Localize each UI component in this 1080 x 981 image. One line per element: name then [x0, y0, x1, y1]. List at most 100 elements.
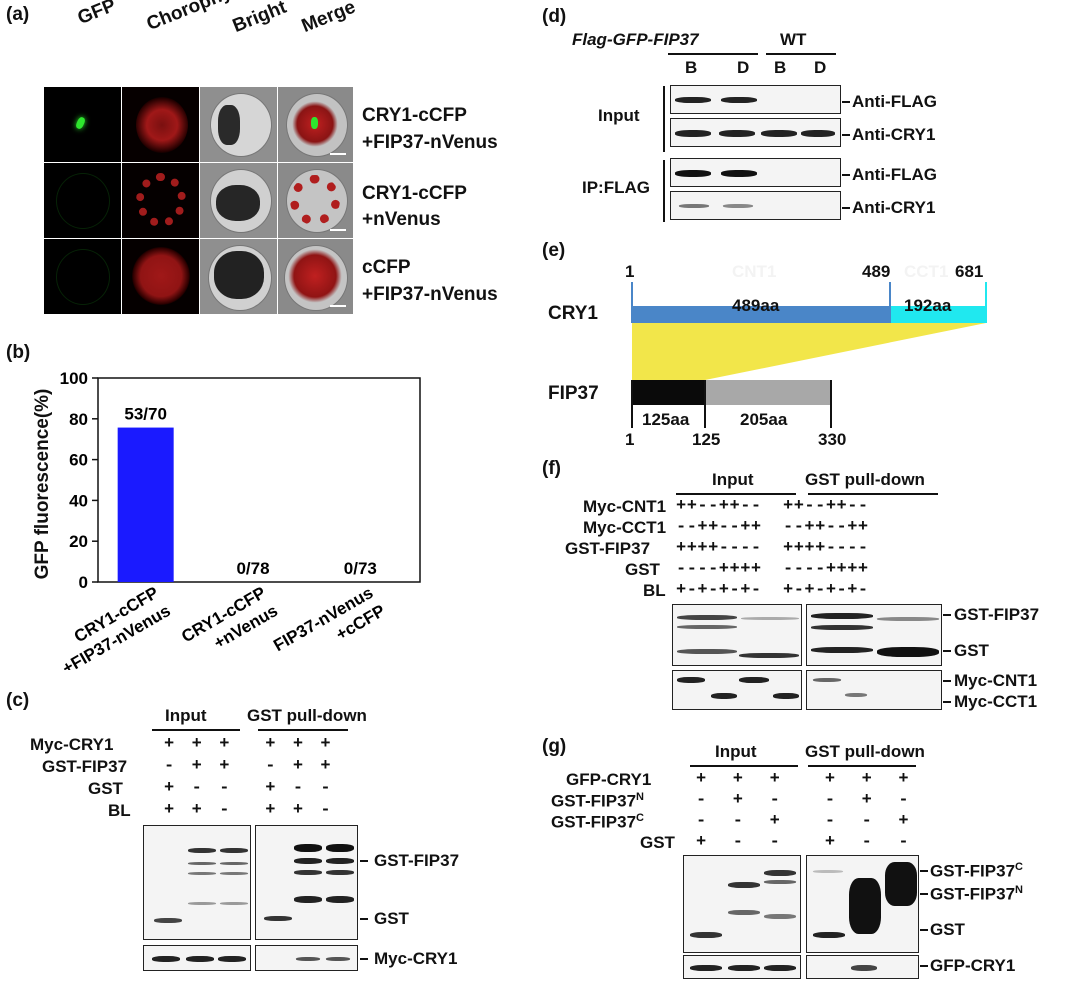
f-row-label-1: Myc-CNT1	[583, 497, 667, 516]
e-fip37-c-segment	[705, 380, 831, 405]
g-group-pulldown: GST pull-down	[805, 742, 925, 761]
f-blot-label-4: Myc-CCT1	[954, 692, 1038, 711]
e-cry1-label: CRY1	[548, 303, 598, 324]
e-fip37-n-segment	[632, 380, 705, 405]
micrograph-bright-row3	[200, 239, 278, 315]
row-label-3-line2: +FIP37-nVenus	[362, 284, 498, 305]
d-wt-underline	[766, 53, 836, 55]
c-group-pulldown: GST pull-down	[247, 706, 367, 725]
panel-label-a: (a)	[6, 4, 30, 25]
f-gel-pulldown-top	[806, 604, 942, 666]
c-gel-pulldown-top	[255, 825, 358, 940]
d-group-wt: WT	[780, 30, 807, 49]
col-label-merge: Merge	[298, 0, 359, 38]
e-fip37-label: FIP37	[548, 383, 599, 404]
c-blot-label-myc-cry1: Myc-CRY1	[374, 949, 458, 968]
c-group-input: Input	[165, 706, 207, 725]
d-blot-label-2: Anti-CRY1	[852, 125, 936, 144]
f-group-pulldown: GST pull-down	[805, 470, 925, 489]
chart-b-data-label: 53/70	[124, 405, 167, 424]
c-row-label-myc-cry1: Myc-CRY1	[30, 735, 114, 754]
e-domain-diagram	[631, 282, 987, 428]
e-cry1-tick-489: 489	[862, 262, 891, 281]
d-section-ip: IP:FLAG	[582, 178, 650, 197]
chart-b-bar	[117, 427, 174, 582]
e-interaction-link	[632, 323, 986, 380]
f-group-input: Input	[712, 470, 754, 489]
e-fip37-seg-label-2: 205aa	[740, 410, 788, 429]
f-gel-input-bottom	[672, 670, 802, 710]
e-cry1-seg-label-1: 489aa	[732, 296, 780, 315]
g-row-label-4: GST	[640, 833, 675, 852]
g-gel-pulldown-bottom	[806, 955, 919, 979]
f-blot-label-3: Myc-CNT1	[954, 671, 1038, 690]
micrograph-chlorophyll-row1	[122, 87, 200, 163]
f-blot-label-2: GST	[954, 641, 989, 660]
f-signs-1: ++--++-- ++--++--	[676, 497, 869, 516]
e-fip37-seg-label-1: 125aa	[642, 410, 690, 429]
f-row-label-3: GST-FIP37	[565, 539, 651, 558]
micrograph-merge-row3	[278, 239, 354, 315]
e-faint-cct1: CCT1	[904, 262, 949, 281]
f-row-label-5: BL	[643, 581, 666, 600]
f-row-label-4: GST	[625, 560, 660, 579]
c-row-label-gst-fip37: GST-FIP37	[42, 757, 128, 776]
d-lane-4: D	[814, 58, 827, 77]
f-pulldown-underline	[808, 493, 938, 495]
row-label-2-line2: +nVenus	[362, 209, 441, 230]
chart-b-ytick-label: 0	[79, 573, 88, 592]
g-blot-label-3: GST	[930, 920, 965, 939]
c-input-underline	[152, 729, 240, 731]
c-signs-gst: + - - + - -	[164, 779, 331, 798]
c-signs-myc-cry1: + + + + + +	[164, 735, 331, 754]
panel-label-d: (d)	[542, 6, 567, 27]
d-blot-label-1: Anti-FLAG	[852, 92, 937, 111]
row-label-1-line2: +FIP37-nVenus	[362, 132, 498, 153]
g-input-underline	[690, 765, 798, 767]
chart-b-frame	[97, 377, 421, 583]
f-row-label-2: Myc-CCT1	[583, 518, 667, 537]
d-blot-label-4: Anti-CRY1	[852, 198, 936, 217]
panel-label-g: (g)	[542, 736, 567, 757]
g-signs-2: - + - - + -	[696, 791, 909, 810]
micrograph-gfp-row1	[44, 87, 122, 163]
e-fip37-tick-125: 125	[692, 430, 721, 449]
d-group-flag: Flag-GFP-FIP37	[572, 30, 699, 49]
g-blot-label-2: GST-FIP37N	[930, 884, 1023, 904]
row-label-3-line1: cCFP	[362, 257, 411, 278]
e-fip37-tick-1: 1	[625, 430, 635, 449]
d-blot-label-3: Anti-FLAG	[852, 165, 937, 184]
c-gel-pulldown-bottom	[255, 945, 358, 971]
row-label-1-line1: CRY1-cCFP	[362, 105, 467, 126]
d-gel-ip-flag	[670, 158, 841, 187]
g-signs-1: + + + + + +	[696, 770, 909, 789]
e-cry1-tick-1: 1	[625, 262, 635, 281]
micrograph-chlorophyll-row2	[122, 163, 200, 239]
d-lane-3: B	[774, 58, 787, 77]
panel-label-c: (c)	[6, 690, 30, 711]
g-signs-3: - - + - - +	[696, 812, 909, 831]
c-pulldown-underline	[258, 729, 348, 731]
c-blot-label-gst-fip37: GST-FIP37	[374, 851, 460, 870]
g-gel-pulldown-top	[806, 855, 919, 953]
e-cry1-cnt-segment	[632, 306, 890, 323]
c-row-label-bl: BL	[108, 801, 131, 820]
e-cry1-tick-681: 681	[955, 262, 984, 281]
d-section-input: Input	[598, 106, 640, 125]
f-blot-label-1: GST-FIP37	[954, 605, 1040, 624]
c-gel-input-top	[143, 825, 251, 940]
g-row-label-1: GFP-CRY1	[566, 770, 652, 789]
micrograph-merge-row2	[278, 163, 354, 239]
f-gel-pulldown-bottom	[806, 670, 942, 710]
d-lane-1: B	[685, 58, 698, 77]
panel-label-b: (b)	[6, 342, 31, 363]
f-signs-3: ++++---- ++++----	[676, 539, 869, 558]
f-gel-input-top	[672, 604, 802, 666]
col-label-gfp: GFP	[74, 0, 119, 30]
g-group-input: Input	[715, 742, 757, 761]
e-fip37-tick-330: 330	[818, 430, 847, 449]
g-blot-label-1: GST-FIP37C	[930, 861, 1023, 881]
panel-label-e: (e)	[542, 240, 566, 261]
micrograph-gfp-row3	[44, 239, 122, 315]
chart-b-ytick-label: 100	[60, 369, 88, 388]
